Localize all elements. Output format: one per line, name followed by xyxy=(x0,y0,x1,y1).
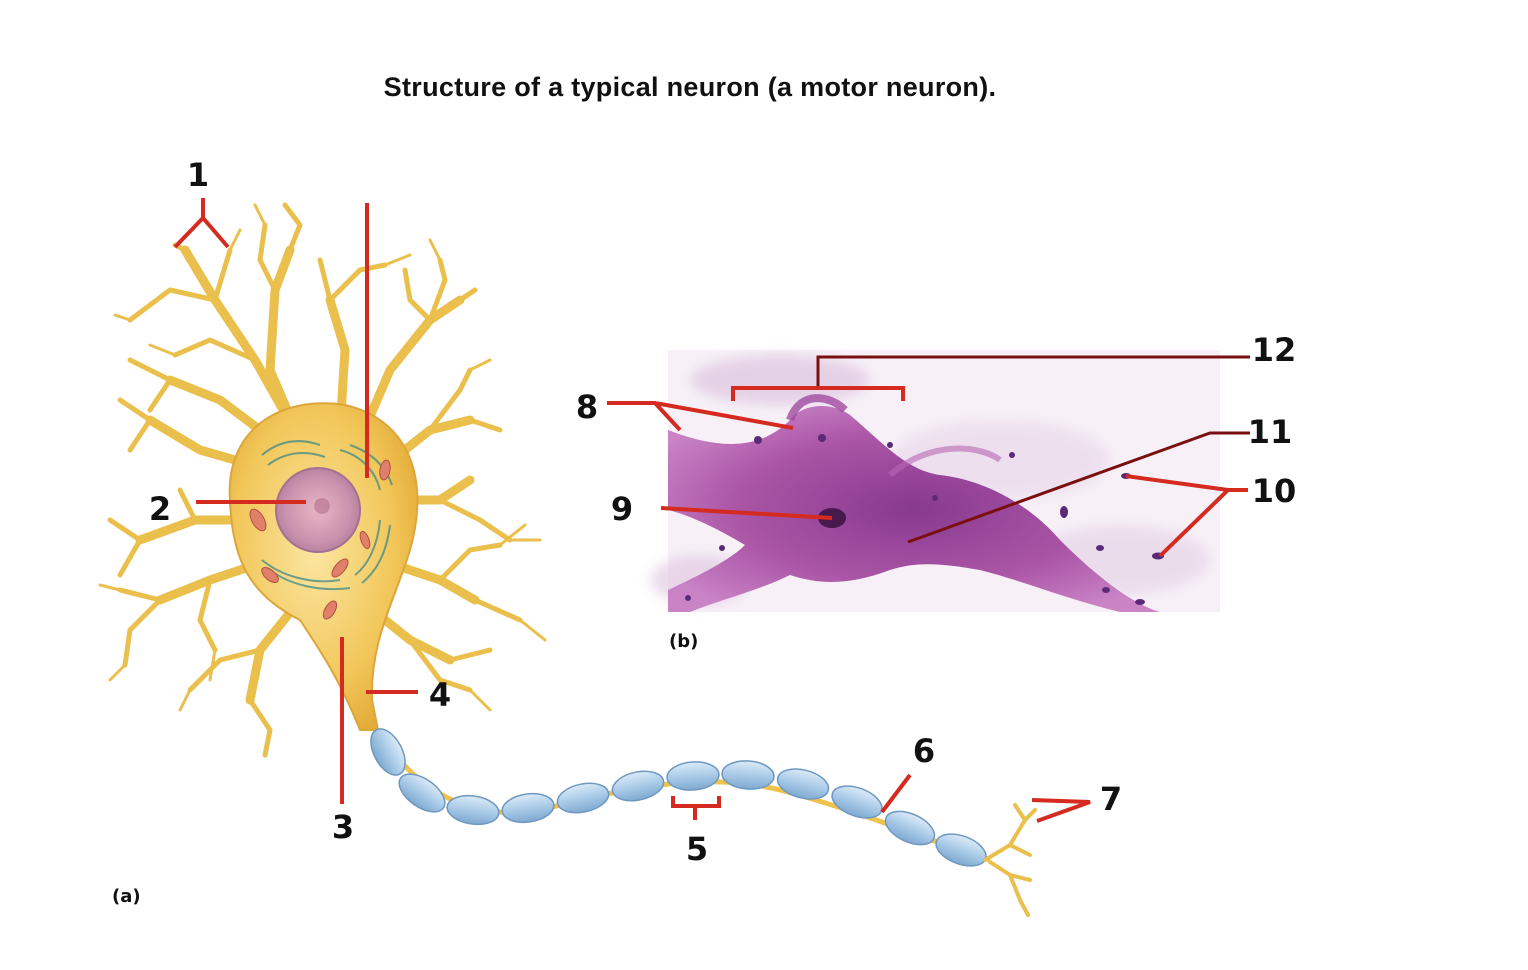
leader-line-9 xyxy=(660,506,833,520)
micrograph xyxy=(650,350,1220,612)
label-7: 7 xyxy=(1100,780,1122,818)
leader-line-5 xyxy=(671,796,721,820)
label-11: 11 xyxy=(1248,413,1293,451)
leader-lines-dark xyxy=(816,355,1250,544)
label-5: 5 xyxy=(686,830,708,868)
leader-line-1 xyxy=(173,198,230,249)
panel-label-b: (b) xyxy=(669,631,698,652)
leader-lines xyxy=(173,198,1248,823)
leader-line-6 xyxy=(880,773,912,814)
label-10: 10 xyxy=(1252,472,1297,510)
leader-line-12 xyxy=(816,355,1250,388)
leader-line-8 xyxy=(607,401,794,432)
stained-dendrite xyxy=(786,394,848,422)
label-6: 6 xyxy=(913,732,935,770)
leader-line-11 xyxy=(907,431,1250,544)
rough-er xyxy=(261,440,393,591)
stained-dendrite-2 xyxy=(888,445,1002,478)
diagram-title: Structure of a typical neuron (a motor n… xyxy=(383,72,997,102)
nucleolus xyxy=(314,498,330,514)
cell-body xyxy=(228,402,419,731)
leader-line-7 xyxy=(1031,798,1091,823)
label-3: 3 xyxy=(332,808,354,846)
stained-cell-body xyxy=(668,405,1160,612)
mitochondria xyxy=(249,459,391,620)
label-2: 2 xyxy=(149,490,171,528)
bracket-12 xyxy=(731,386,905,401)
label-12: 12 xyxy=(1252,331,1297,369)
axon-terminals xyxy=(983,803,1037,917)
label-1: 1 xyxy=(187,156,209,194)
leader-line-10 xyxy=(1125,474,1248,558)
label-9: 9 xyxy=(611,490,633,528)
myelin-sheath xyxy=(370,728,987,867)
label-4: 4 xyxy=(429,676,451,714)
label-8: 8 xyxy=(576,388,598,426)
panel-label-a: (a) xyxy=(112,886,141,907)
